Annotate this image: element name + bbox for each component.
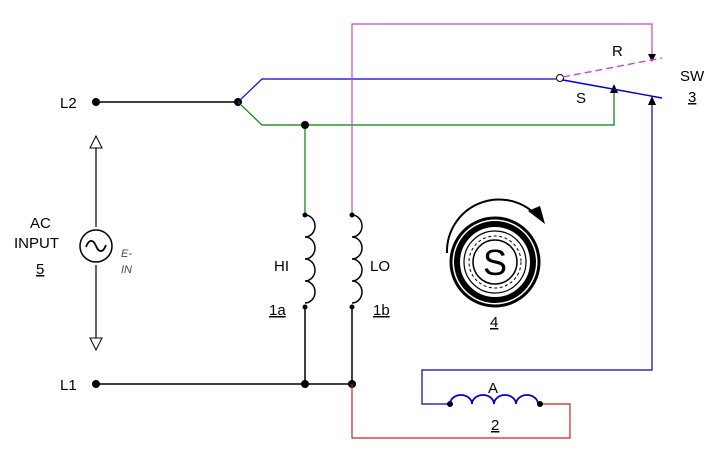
lo-label: LO (370, 258, 390, 275)
s-contact-arrow-icon (610, 84, 618, 93)
arrow-down-icon (89, 337, 103, 352)
arrow-up-icon (89, 134, 103, 149)
sine-wave-icon (85, 239, 107, 253)
switch-common-terminal (556, 74, 564, 82)
switch-position-s: S (576, 90, 586, 107)
blue-wire-common (237, 78, 556, 103)
capacitor-label: A (488, 380, 498, 397)
switch-number: 3 (688, 89, 696, 106)
sw-blade-arrow-icon (648, 96, 656, 105)
input-label: INPUT (14, 235, 59, 252)
lo-winding-number: 1b (373, 302, 390, 319)
ac-input-number: 5 (36, 261, 44, 278)
ein-label-line2: IN (121, 264, 132, 276)
ac-label: AC (30, 215, 51, 232)
capacitor-winding-a (447, 394, 543, 407)
l1-label: L1 (60, 377, 77, 394)
lo-winding (349, 212, 363, 384)
l2-label: L2 (60, 95, 77, 112)
l1-line (92, 380, 356, 388)
switch-blade-r (562, 57, 663, 78)
hi-winding (302, 212, 316, 384)
blue-wire-to-capacitor (421, 104, 653, 405)
ein-label-line1: E- (121, 248, 132, 260)
ac-input-source (79, 134, 113, 352)
switch-position-r: R (612, 43, 623, 60)
hi-winding-number: 1a (269, 302, 286, 319)
magenta-wire (351, 23, 653, 215)
switch-blade-s (562, 79, 663, 99)
red-wire (351, 384, 571, 439)
rotation-arrow-icon (445, 198, 536, 254)
l2-line (92, 98, 242, 106)
green-wire (237, 92, 615, 126)
switch-label: SW (680, 68, 705, 85)
capacitor-number: 2 (491, 417, 499, 434)
hi-label: HI (274, 258, 289, 275)
rotor-number: 4 (490, 314, 498, 331)
r-contact-arrow-icon (648, 54, 656, 62)
rotor-label: S (483, 242, 507, 283)
rotation-arrowhead-icon (528, 206, 545, 224)
rotor-icon: S (449, 216, 541, 308)
